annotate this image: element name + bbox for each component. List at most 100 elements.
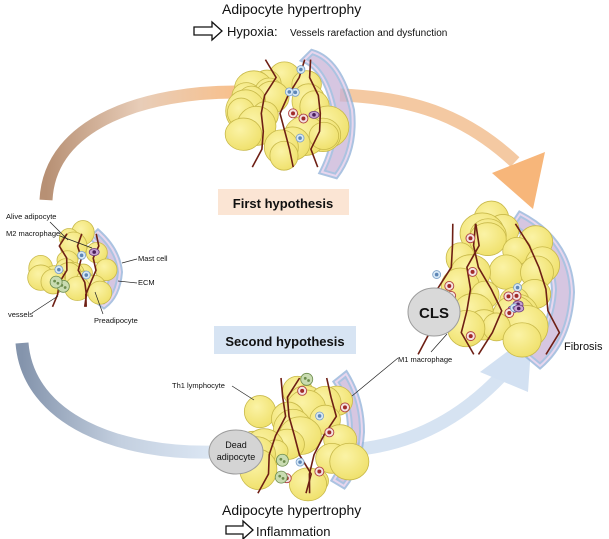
cell-nucleus	[307, 379, 310, 382]
leader-line	[351, 357, 399, 397]
cycle-arrow-top	[39, 85, 545, 209]
cell-nucleus	[278, 474, 282, 478]
leader-line	[59, 235, 93, 249]
outline-arrow-icon	[193, 20, 223, 42]
cell-nucleus	[293, 90, 298, 95]
bottom-adipose-cluster	[236, 369, 370, 502]
outline-arrow-icon	[225, 519, 254, 539]
cls-label: CLS	[419, 305, 449, 322]
cell-nucleus	[301, 116, 306, 121]
top-adipose-cluster	[224, 48, 356, 180]
preadipocyte-label: Preadipocyte	[94, 316, 138, 325]
cell-nucleus	[515, 285, 520, 290]
dead-adipocyte-label-1: Dead	[225, 440, 247, 450]
vessel	[460, 223, 480, 355]
cell-nucleus	[303, 376, 307, 380]
first-hypothesis-box	[218, 189, 349, 215]
cell-nucleus	[470, 269, 475, 274]
leader-line	[31, 295, 59, 314]
vessel	[257, 377, 287, 494]
m2-macrophage-label: M2 macrophage	[6, 229, 60, 238]
leader-line	[430, 333, 448, 353]
inflammation-label: Inflammation	[256, 524, 330, 539]
adipocyte	[87, 280, 113, 305]
fibrosis-label: Fibrosis	[564, 341, 603, 353]
adipocyte	[243, 395, 277, 429]
left-adipose-cluster	[27, 220, 124, 310]
second-hypothesis-box	[214, 326, 356, 354]
cls-crown-like-structure	[407, 287, 461, 337]
adipocyte	[308, 121, 340, 150]
cell-nucleus	[507, 311, 512, 316]
vessel	[286, 377, 312, 494]
right-adipose-cluster	[417, 200, 576, 370]
leader-line	[117, 280, 138, 284]
leader-line	[49, 221, 69, 241]
second-hypothesis-label: Second hypothesis	[225, 334, 344, 349]
first-hypothesis-label: First hypothesis	[233, 196, 333, 211]
hypoxia-line: Hypoxia: Vessels rarefaction and dysfunc…	[193, 20, 447, 42]
cell-nucleus	[468, 236, 473, 241]
left-labels: Alive adipocyte M2 macrophage Mast cell …	[6, 212, 168, 325]
dead-adipocyte	[208, 429, 264, 475]
cell-nucleus	[298, 136, 302, 140]
m1-macrophage-label: M1 macrophage	[398, 355, 452, 364]
cell-nucleus	[279, 457, 283, 461]
th1-lymphocyte-label: Th1 lymphocyte	[172, 381, 225, 390]
vessel	[472, 223, 503, 355]
leader-line	[94, 291, 104, 315]
cell-nucleus	[299, 67, 303, 72]
cell-nucleus	[63, 286, 67, 289]
ecm-label: ECM	[138, 278, 155, 287]
cell-nucleus	[516, 306, 521, 311]
adipocyte	[329, 442, 370, 481]
hypoxia-description: Vessels rarefaction and dysfunction	[290, 28, 447, 39]
vessels-label: vessels	[8, 310, 33, 319]
bottom-title: Adipocyte hypertrophy	[222, 502, 361, 518]
cell-nucleus	[317, 469, 322, 474]
cell-nucleus	[514, 293, 519, 298]
cell-nucleus	[53, 279, 57, 283]
cell-nucleus	[282, 460, 286, 463]
cell-nucleus	[291, 111, 296, 116]
cell-nucleus	[92, 250, 97, 254]
cell-nucleus	[298, 460, 302, 464]
cell-nucleus	[287, 90, 292, 94]
cell-nucleus	[327, 430, 332, 435]
adipocyte	[502, 322, 542, 358]
lymphocyte-cell	[49, 275, 63, 289]
vessel	[251, 59, 277, 168]
cell-nucleus	[57, 267, 61, 272]
adipocyte	[269, 140, 299, 171]
cell-nucleus	[468, 334, 473, 339]
vessel	[308, 59, 322, 168]
mast-cell-label: Mast cell	[138, 254, 168, 263]
leader-line	[121, 258, 138, 264]
cell-nucleus	[281, 476, 285, 480]
cell-nucleus	[342, 405, 347, 410]
lymphocyte-cell	[300, 372, 314, 386]
cell-nucleus	[506, 294, 511, 299]
cell-nucleus	[434, 272, 439, 277]
hypoxia-label: Hypoxia:	[227, 24, 278, 39]
adipocyte	[224, 117, 263, 151]
cell-nucleus	[312, 113, 316, 117]
ecm-fiber	[302, 50, 354, 178]
leader-line	[231, 385, 255, 401]
alive-adipocyte-label: Alive adipocyte	[6, 212, 56, 221]
arrow-head-top	[492, 152, 545, 209]
cell-nucleus	[84, 273, 89, 277]
lymphocyte-cell	[274, 470, 288, 484]
vessel	[51, 233, 68, 308]
cell-nucleus	[300, 388, 305, 393]
dead-adipocyte-label-2: adipocyte	[217, 452, 256, 462]
cell-nucleus	[317, 414, 322, 418]
lymphocyte-cell	[275, 453, 289, 467]
vessel	[308, 377, 338, 494]
top-title: Adipocyte hypertrophy	[222, 1, 361, 17]
cell-nucleus	[447, 283, 452, 288]
vessel	[279, 59, 306, 168]
cell-nucleus	[79, 253, 84, 258]
cell-nucleus	[56, 281, 60, 285]
